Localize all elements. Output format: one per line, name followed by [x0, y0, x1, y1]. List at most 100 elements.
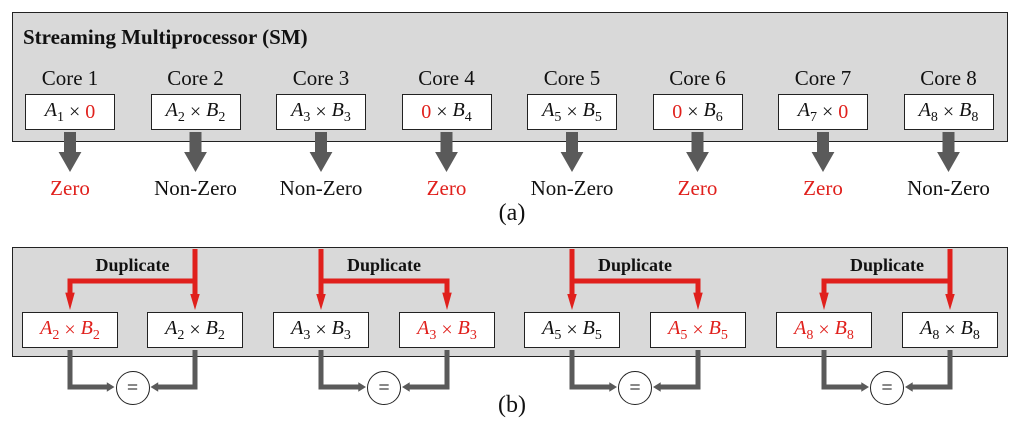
sm-title: Streaming Multiprocessor (SM)	[23, 25, 308, 49]
times-symbol: ×	[184, 318, 206, 341]
core-product-box: 0 × B6	[652, 94, 743, 130]
compare-line	[67, 350, 103, 390]
down-arrow	[309, 132, 333, 172]
original-product-box: A3 × B3	[273, 312, 369, 348]
core-product-box: A8 × B8	[903, 94, 994, 130]
core-product-box: A3 × B3	[276, 94, 366, 130]
compare-arrow-right	[905, 382, 919, 392]
compare-arrow-right	[150, 382, 165, 392]
core-product-box: A1 × 0	[25, 94, 115, 130]
duplicate-label: Duplicate	[598, 255, 672, 275]
operand-a: A2	[165, 316, 185, 343]
core-product-box: 0 × B4	[401, 94, 492, 130]
compare-line	[917, 350, 953, 390]
duplicate-arrow-original	[945, 281, 955, 310]
operand-a: 0	[421, 100, 432, 123]
operand-a: A8	[920, 316, 940, 343]
down-arrow	[686, 132, 709, 172]
compare-arrow-left	[352, 382, 366, 392]
operand-a: A3	[291, 316, 311, 343]
compare-line	[162, 350, 198, 390]
core-product-box: A2 × B2	[150, 94, 241, 130]
compare-arrow-left	[100, 382, 115, 392]
operand-b: B8	[960, 316, 980, 343]
duplicate-arrow-original	[567, 281, 577, 310]
compare-arrow-left	[855, 382, 869, 392]
compare-line	[569, 350, 605, 390]
core-product-box: A7 × 0	[778, 94, 868, 130]
original-product-box: A2 × B2	[147, 312, 243, 348]
duplicate-label: Duplicate	[347, 255, 421, 275]
times-symbol: ×	[310, 318, 332, 341]
operand-b: B4	[452, 98, 472, 125]
duplicate-arrow-original	[316, 281, 326, 310]
times-symbol: ×	[687, 318, 709, 341]
equal-compare-circle: =	[618, 371, 652, 405]
operand-b: 0	[838, 100, 849, 123]
original-product-box: A5 × B5	[524, 312, 620, 348]
operand-a: A1	[44, 98, 64, 125]
core-label: Core 7	[794, 66, 852, 90]
result-label: Zero	[677, 176, 718, 200]
duplicate-arrow-original	[190, 281, 200, 310]
compare-line	[318, 350, 354, 390]
result-label: Non-Zero	[530, 176, 614, 200]
operand-b: B2	[205, 316, 225, 343]
operand-a: A2	[40, 316, 60, 343]
times-symbol: ×	[561, 100, 583, 123]
operand-b: B3	[457, 316, 477, 343]
operand-a: A3	[291, 98, 311, 125]
down-arrow	[58, 132, 82, 172]
down-arrow	[937, 132, 960, 172]
times-symbol: ×	[813, 318, 835, 341]
original-product-box: A8 × B8	[902, 312, 998, 348]
operand-a: A5	[542, 98, 562, 125]
times-symbol: ×	[816, 100, 839, 123]
duplicate-arrow-copy	[693, 278, 703, 310]
result-label: Zero	[50, 176, 90, 200]
times-symbol: ×	[937, 100, 960, 123]
core-label: Core 3	[292, 66, 350, 90]
duplicate-arrow-copy	[819, 278, 829, 310]
result-label: Non-Zero	[154, 176, 237, 200]
operand-a: A5	[542, 316, 562, 343]
equal-compare-circle: =	[367, 371, 401, 405]
duplicate-arrow-copy	[442, 278, 452, 310]
equal-compare-circle: =	[115, 371, 150, 405]
compare-line	[414, 350, 450, 390]
operand-b: B8	[834, 316, 854, 343]
equal-compare-circle: =	[870, 371, 904, 405]
operand-b: B5	[708, 316, 728, 343]
times-symbol: ×	[561, 318, 583, 341]
times-symbol: ×	[436, 318, 458, 341]
caption-b: (b)	[498, 392, 526, 418]
operand-b: B5	[582, 316, 602, 343]
operand-b: B8	[959, 98, 979, 125]
operand-a: A8	[794, 316, 814, 343]
compare-arrow-right	[402, 382, 416, 392]
compare-line	[665, 350, 701, 390]
core-label: Core 2	[167, 66, 224, 90]
core-label: Core 5	[543, 66, 601, 90]
times-symbol: ×	[431, 100, 453, 123]
operand-b: B3	[331, 316, 351, 343]
down-arrow	[811, 132, 835, 172]
operand-a: 0	[672, 100, 683, 123]
duplicate-label: Duplicate	[850, 255, 924, 275]
operand-b: 0	[85, 100, 96, 123]
duplicate-label: Duplicate	[95, 255, 170, 275]
core-label: Core 8	[920, 66, 977, 90]
operand-b: B2	[206, 98, 226, 125]
operand-a: A5	[668, 316, 688, 343]
operand-b: B3	[331, 98, 351, 125]
times-symbol: ×	[682, 100, 704, 123]
operand-b: B2	[80, 316, 100, 343]
duplicate-product-box: A3 × B3	[399, 312, 495, 348]
result-label: Zero	[426, 176, 467, 200]
down-arrow	[184, 132, 207, 172]
operand-a: A2	[165, 98, 185, 125]
times-symbol: ×	[184, 100, 207, 123]
down-arrow	[435, 132, 458, 172]
times-symbol: ×	[939, 318, 961, 341]
